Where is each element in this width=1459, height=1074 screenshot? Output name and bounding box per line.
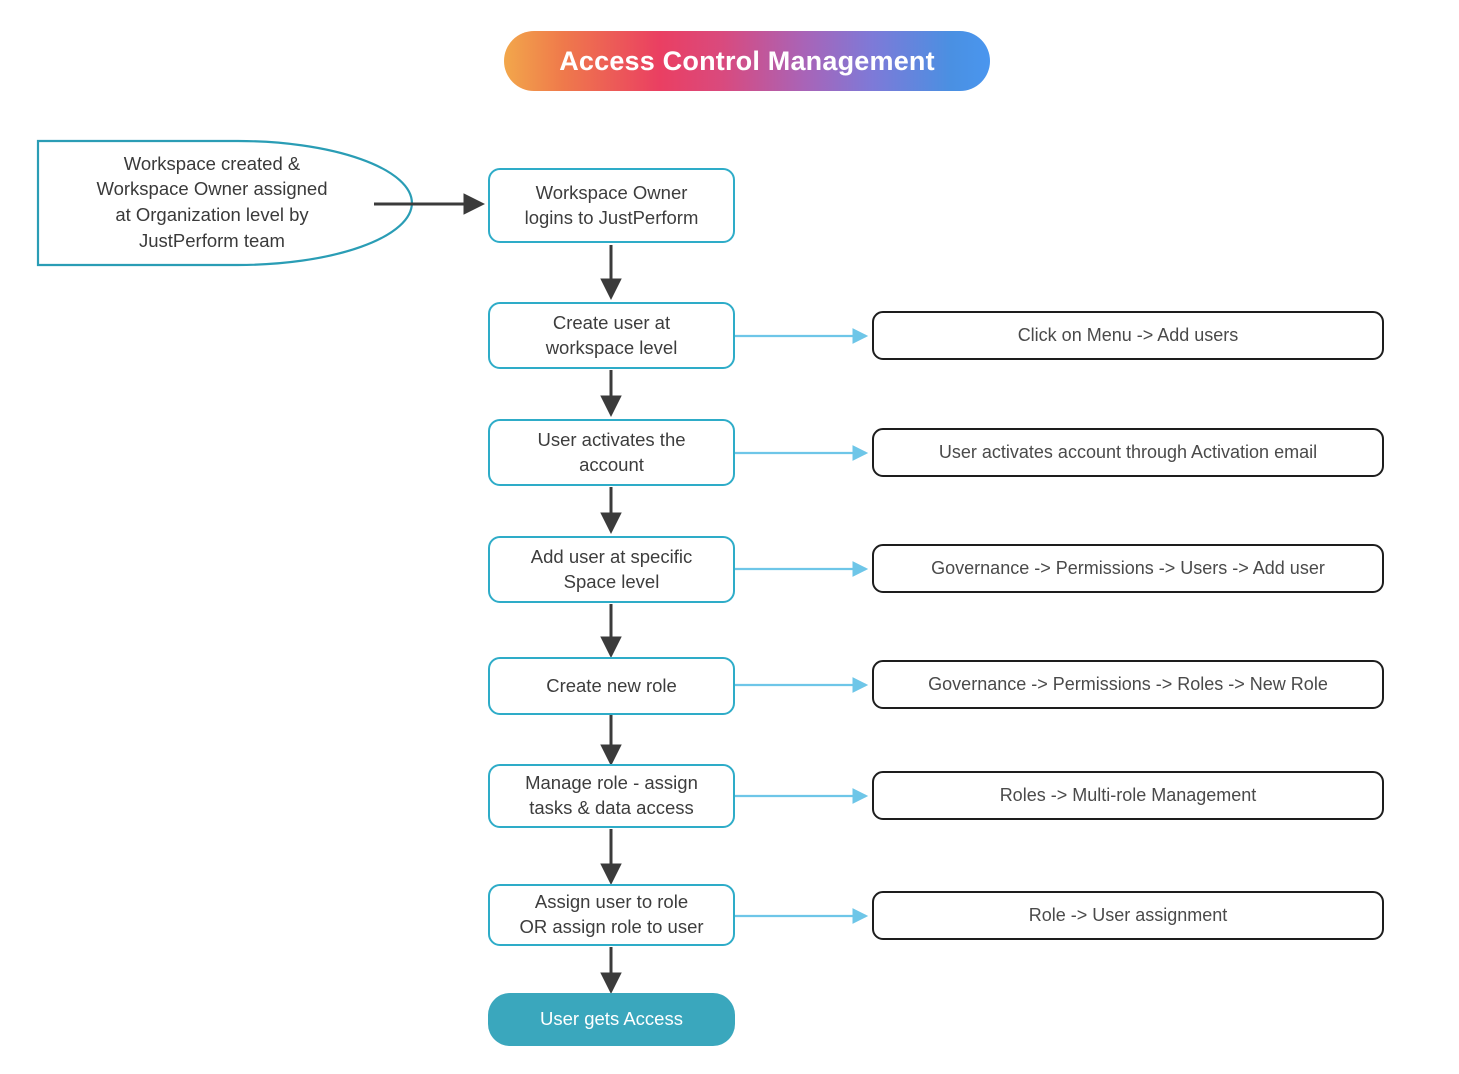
flow-box-create-user-workspace[interactable]: Create user at workspace level [488, 302, 735, 369]
terminal-user-gets-access[interactable]: User gets Access [488, 993, 735, 1046]
note-multi-role-management[interactable]: Roles -> Multi-role Management [872, 771, 1384, 820]
note-role-user-assignment[interactable]: Role -> User assignment [872, 891, 1384, 940]
page-title: Access Control Management [559, 45, 935, 76]
start-callout-label: Workspace created & Workspace Owner assi… [96, 152, 328, 251]
note-click-on-menu-add-users[interactable]: Click on Menu -> Add users [872, 311, 1384, 360]
start-callout: Workspace created & Workspace Owner assi… [36, 139, 412, 265]
flow-box-manage-role[interactable]: Manage role - assign tasks & data access [488, 764, 735, 828]
diagram-title-banner: Access Control Management [504, 31, 990, 91]
flow-box-assign-user-to-role[interactable]: Assign user to role OR assign role to us… [488, 884, 735, 946]
note-governance-permissions-roles[interactable]: Governance -> Permissions -> Roles -> Ne… [872, 660, 1384, 709]
flow-box-create-new-role[interactable]: Create new role [488, 657, 735, 715]
flow-box-user-activates-account[interactable]: User activates the account [488, 419, 735, 486]
flow-box-workspace-owner-login[interactable]: Workspace Owner logins to JustPerform [488, 168, 735, 243]
note-governance-permissions-users[interactable]: Governance -> Permissions -> Users -> Ad… [872, 544, 1384, 593]
note-activation-email[interactable]: User activates account through Activatio… [872, 428, 1384, 477]
flow-box-add-user-space-level[interactable]: Add user at specific Space level [488, 536, 735, 603]
